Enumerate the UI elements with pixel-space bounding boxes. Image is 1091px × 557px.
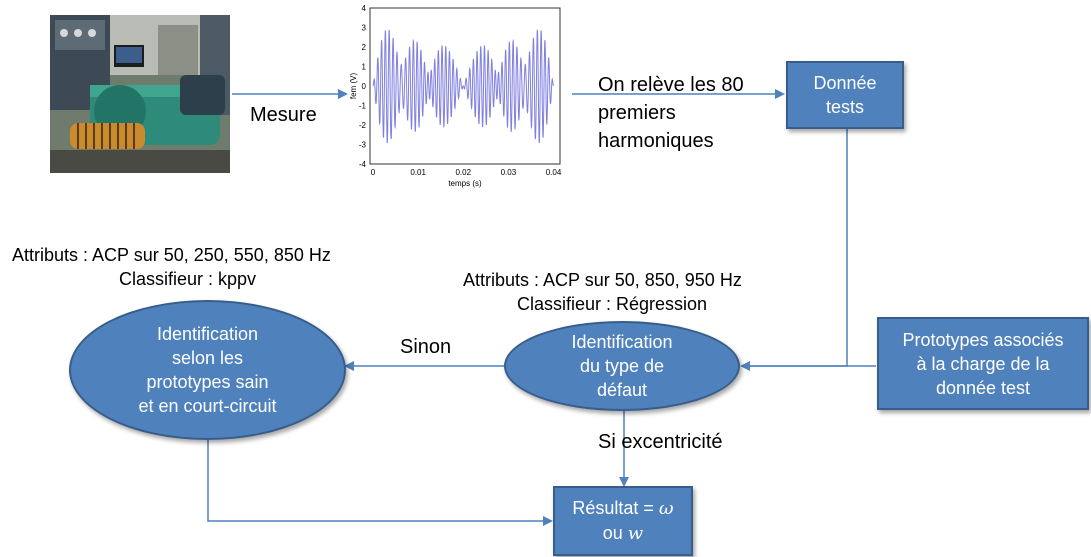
x-tick-label: 0.03	[501, 168, 517, 177]
y-tick-label: -1	[359, 102, 367, 111]
machine-photo	[50, 15, 230, 173]
label-mesure: Mesure	[250, 104, 317, 126]
label-classifieur-regression: Classifieur : Régression	[517, 294, 708, 314]
y-tick-label: 4	[362, 4, 367, 13]
y-tick-label: -4	[359, 160, 367, 169]
resultat-line-2: ou w	[603, 521, 643, 546]
node-donnee-tests: Donnée tests	[786, 61, 904, 129]
x-axis-label: temps (s)	[448, 179, 482, 188]
arrow-prototypes-to-resultat	[207, 440, 553, 526]
w-symbol: w	[627, 523, 644, 544]
x-tick-label: 0.01	[410, 168, 426, 177]
x-tick-label: 0.02	[455, 168, 471, 177]
label-attributs-regression: Attributs : ACP sur 50, 850, 950 Hz	[463, 270, 742, 290]
label-harmoniques: On relève les 80 premiers harmoniques	[598, 74, 744, 152]
waveform-plot: fem (V) temps (s) 0 0.01 0.02 0.03 0.04 4 3 2 1 0…	[348, 2, 570, 194]
y-tick-label: -3	[359, 141, 367, 150]
label-classifieur-kppv: Classifieur : kppv	[119, 269, 257, 289]
node-identification-prototypes: Identification selon les prototypes sain…	[69, 300, 346, 440]
resultat-prefix: Résultat =	[572, 498, 659, 518]
y-tick-label: 0	[362, 82, 367, 91]
waveform-chart: fem (V) temps (s) 0 0.01 0.02 0.03 0.04 4 3 2 1 0…	[349, 4, 562, 188]
y-tick-label: 3	[362, 24, 367, 33]
label-si-excentricite: Si excentricité	[598, 431, 723, 453]
label-sinon: Sinon	[400, 336, 452, 358]
x-tick-label: 0	[371, 168, 376, 177]
y-tick-label: 2	[362, 43, 367, 52]
machine-photo-illustration	[50, 15, 230, 173]
resultat-ou: ou	[602, 523, 628, 543]
node-identification-type-defaut: Identification du type de défaut	[504, 321, 740, 411]
node-prototypes-associes: Prototypes associés à la charge de la do…	[877, 317, 1089, 410]
fem-waveform-line	[372, 29, 554, 144]
label-attributs-kppv: Attributs : ACP sur 50, 250, 550, 850 Hz	[12, 245, 331, 265]
resultat-line-1: Résultat = ω	[572, 496, 673, 521]
arrow-donnee-to-identification	[740, 129, 848, 371]
y-axis-label: fem (V)	[349, 73, 358, 100]
node-resultat: Résultat = ω ou w	[553, 486, 693, 556]
x-tick-label: 0.04	[546, 168, 562, 177]
omega-symbol: ω	[658, 498, 674, 519]
y-tick-label: -2	[359, 121, 367, 130]
y-tick-label: 1	[362, 63, 367, 72]
